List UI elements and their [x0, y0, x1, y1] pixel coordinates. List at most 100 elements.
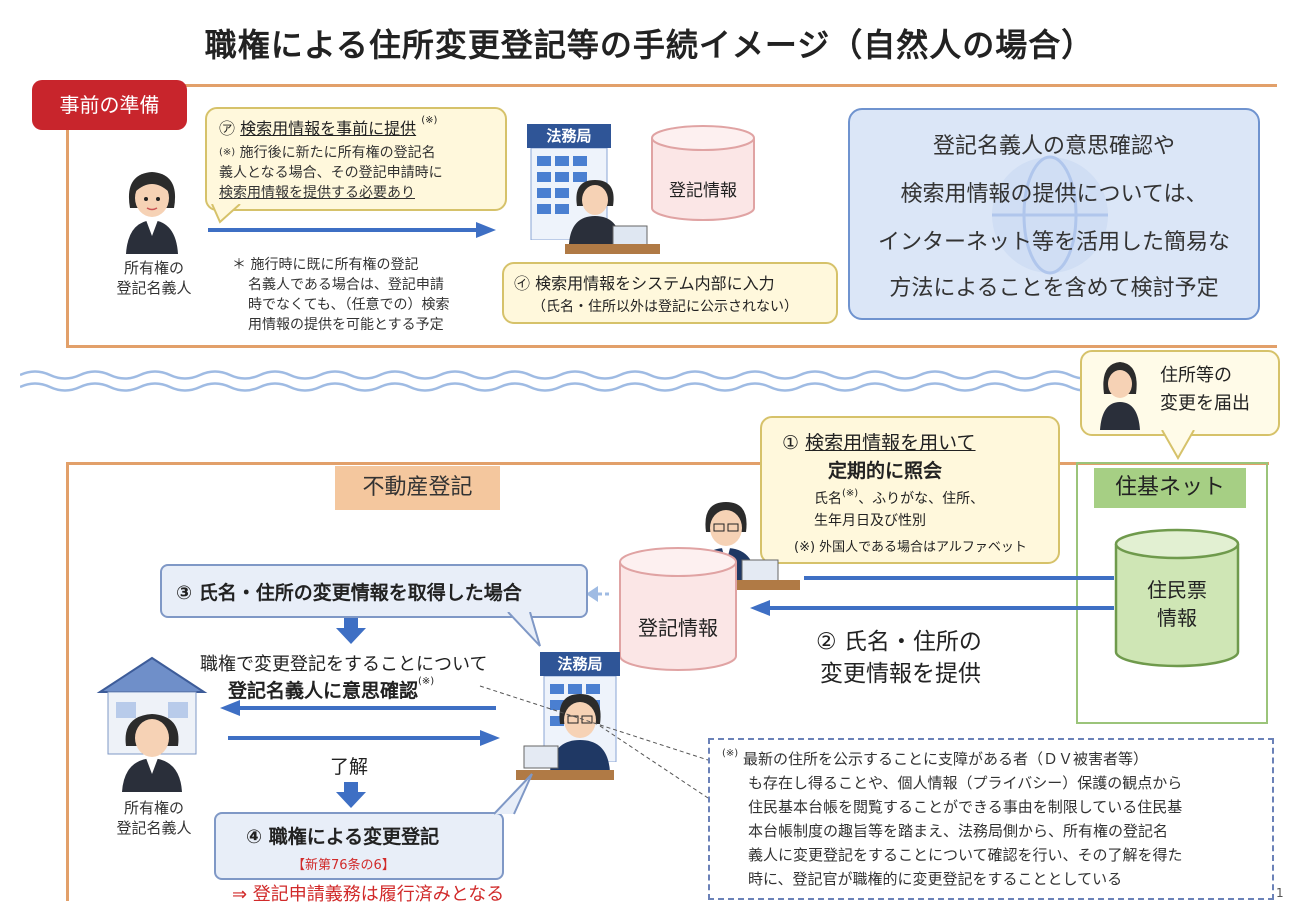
down-arrow-1 [336, 618, 366, 644]
star-note-line: 施行時に既に所有権の登記 [250, 257, 419, 273]
star-note-line: 名義人である場合は、登記申請 [248, 277, 444, 293]
dashed-line: 本台帳制度の趣旨等を踏まえ、法務局側から、所有権の登記名 [748, 822, 1169, 840]
step3-box: ③ 氏名・住所の変更情報を取得した場合 [160, 564, 588, 618]
step1-num: ① [782, 432, 800, 454]
real-estate-section-frame [66, 462, 1269, 901]
step1-line1-text: 検索用情報を用いて [805, 432, 976, 454]
real-estate-badge: 不動産登記 [335, 466, 500, 510]
resident-record-db-icon [1114, 528, 1240, 668]
resident-record-line: 住民票 [1147, 578, 1207, 602]
provide-arrow [208, 222, 496, 238]
resident-label: 住所等の 変更を届出 [1160, 362, 1250, 418]
step3-text: ③ 氏名・住所の変更情報を取得した場合 [176, 582, 522, 604]
officer-at-desk-icon-bottom [516, 694, 614, 780]
callout-i-line2: （氏名・住所以外は登記に公示されない） [532, 299, 798, 315]
confirm-line2: 登記名義人に意思確認(※) [228, 676, 434, 703]
resident-callout: 住所等の 変更を届出 [1080, 350, 1280, 436]
step1-line2: 定期的に照会 [828, 460, 943, 482]
blue-box-line: 方法によることを含めて検討予定 [889, 276, 1219, 301]
callout-a-body: (※) 施行後に新たに所有権の登記名 義人となる場合、その登記申請時に 検索用情… [219, 143, 443, 203]
callout-a-line: 検索用情報を提供する必要あり [219, 185, 415, 201]
step2-text: ② 氏名・住所の 変更情報を提供 [816, 626, 982, 690]
callout-a-line: 施行後に新たに所有権の登記名 [239, 145, 436, 161]
resident-person-icon [1100, 362, 1140, 430]
houmukyoku-sign-bottom: 法務局 [540, 652, 620, 676]
confirm-line2-text: 登記名義人に意思確認 [228, 680, 419, 702]
privacy-note-box: (※) 最新の住所を公示することに支障がある者（ＤＶ被害者等） も存在し得ること… [708, 738, 1274, 900]
callout-i-line1: ㋑ 検索用情報をシステム内部に入力 [514, 274, 775, 293]
confirm-arrows [220, 700, 500, 746]
confirm-line1: 職権で変更登記をすることについて [200, 654, 488, 675]
page-title: 職権による住所変更登記等の手続イメージ（自然人の場合） [204, 26, 1095, 64]
registry-db-icon-top [651, 125, 755, 221]
callout-a-tail [211, 204, 241, 224]
step2-line: 変更情報を提供 [820, 661, 981, 687]
confirm-note-mark: (※) [418, 676, 435, 687]
online-consideration-box: 登記名義人の意思確認や 検索用情報の提供については、 インターネット等を活用した… [848, 108, 1260, 320]
dashed-line: 義人に変更登記をすることについて確認を行い、その了解を得た [748, 846, 1183, 864]
step4-sub: 【新第76条の6】 [292, 858, 395, 873]
dashed-line: (※) 最新の住所を公示することに支障がある者（ＤＶ被害者等） [722, 748, 1148, 769]
callout-a-heading-text: 検索用情報を事前に提供 [240, 119, 417, 138]
star-note-line: 用情報の提供を可能とする予定 [248, 317, 444, 333]
dashed-note-prefix: (※) [722, 748, 739, 759]
blue-box-line: 登記名義人の意思確認や [932, 134, 1175, 159]
houmukyoku-sign: 法務局 [527, 124, 611, 148]
callout-a-line: 義人となる場合、その登記申請時に [219, 165, 443, 181]
step1-detail1-note: (※) [842, 488, 859, 499]
registry-db-label-top: 登記情報 [669, 181, 737, 201]
owner-label-top: 所有権の 登記名義人 [96, 258, 212, 298]
house-with-owner-icon [96, 656, 208, 792]
owner-label-bottom: 所有権の 登記名義人 [96, 798, 212, 838]
resident-record-line: 情報 [1157, 606, 1197, 630]
owner-label-line: 登記名義人 [116, 279, 192, 297]
obtain-arrow-small [586, 586, 612, 602]
obligation-fulfilled-text: ⇒ 登記申請義務は履行済みとなる [232, 884, 505, 905]
step2-line: ② 氏名・住所の [816, 629, 982, 655]
callout-provide-search-info: ㋐ 検索用情報を事前に提供 (※) (※) 施行後に新たに所有権の登記名 義人と… [205, 107, 507, 211]
star-note-line: 時でなくても、（任意での）検索 [248, 297, 450, 313]
step3-tail [507, 612, 541, 647]
prep-section-frame [66, 84, 1277, 348]
section-divider-wave [20, 382, 1275, 392]
note-connector-lines [479, 685, 709, 799]
callout-a-heading: ㋐ 検索用情報を事前に提供 (※) [219, 115, 437, 139]
dashed-line: 時に、登記官が職権的に変更登記をすることとしている [748, 870, 1123, 888]
jukinet-badge: 住基ネット [1094, 468, 1246, 508]
dashed-line: 住民基本台帳を閲覧することができる事由を制限している住民基 [748, 798, 1183, 816]
registry-db-icon [619, 547, 737, 671]
step4-box: ④ 職権による変更登記 【新第76条の6】 [214, 812, 504, 880]
step1-detail1-a: 氏名 [814, 491, 842, 507]
step4-text: ④ 職権による変更登記 [246, 826, 440, 848]
owner-person-icon [126, 172, 178, 254]
step1-detail1: 氏名(※)、ふりがな、住所、 [814, 488, 984, 508]
callout-a-body-prefix: (※) [219, 147, 236, 158]
section-divider-wave [20, 370, 1275, 380]
dashed-line: も存在し得ることや、個人情報（プライバシー）保護の観点から [748, 774, 1183, 792]
step1-detail1-b: 、ふりがな、住所、 [858, 491, 985, 507]
registry-db-label: 登記情報 [638, 616, 718, 640]
step1-footnote: (※) 外国人である場合はアルファベット [794, 540, 1027, 555]
resident-label-line: 住所等の [1160, 365, 1232, 386]
resident-label-line: 変更を届出 [1160, 393, 1250, 414]
resident-record-label: 住民票 情報 [1112, 576, 1242, 632]
staff-at-desk-icon [565, 180, 660, 254]
callout-a-prefix: ㋐ [219, 119, 236, 138]
step1-callout: ① 検索用情報を用いて 定期的に照会 氏名(※)、ふりがな、住所、 生年月日及び… [760, 416, 1060, 564]
dashed-line-text: 最新の住所を公示することに支障がある者（ＤＶ被害者等） [742, 750, 1148, 768]
owner-label-line: 所有権の [123, 259, 184, 277]
callout-a-note-mark: (※) [421, 115, 438, 126]
page-number: 1 [1276, 886, 1284, 900]
callout-input-system: ㋑ 検索用情報をシステム内部に入力 （氏名・住所以外は登記に公示されない） [502, 262, 838, 324]
globe-icon [992, 155, 1108, 275]
down-arrow-2 [336, 782, 366, 808]
step4-tail [493, 773, 533, 815]
step1-line1: ① 検索用情報を用いて [782, 428, 976, 455]
jukinet-frame [1076, 462, 1268, 724]
owner-label-line: 所有権の [123, 799, 184, 817]
ok-label: 了解 [330, 756, 369, 778]
prep-badge: 事前の準備 [32, 80, 187, 130]
resident-callout-tail [1161, 430, 1195, 460]
step1-detail2: 生年月日及び性別 [814, 513, 926, 529]
prep-star-note: ＊ 施行時に既に所有権の登記 名義人である場合は、登記申請 時でなくても、（任意… [232, 255, 449, 335]
